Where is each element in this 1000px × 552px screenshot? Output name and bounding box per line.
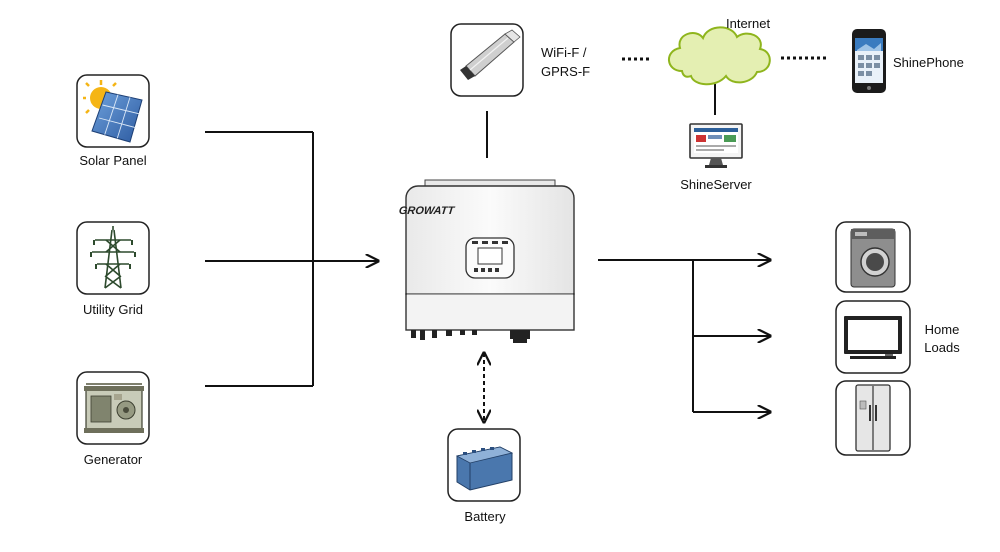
- shine-phone-label: ShinePhone: [893, 55, 964, 70]
- internet-label: Internet: [726, 16, 771, 31]
- source-connectors: [205, 131, 378, 387]
- shine-phone-icon: [852, 29, 886, 93]
- generator-icon: [76, 371, 150, 445]
- battery-icon: [447, 428, 521, 502]
- home-loads-label-line1: Home: [924, 322, 960, 337]
- refrigerator-icon: [835, 380, 911, 456]
- utility-grid-icon: [76, 221, 150, 295]
- battery-label: Battery: [464, 509, 506, 524]
- home-loads-label-line2: Loads: [924, 340, 960, 355]
- shine-server-icon: [689, 123, 743, 168]
- wifi-dongle-label-line1: WiFi-F /: [541, 45, 587, 60]
- wifi-dongle-icon: [450, 23, 524, 97]
- load-connectors: [598, 260, 770, 412]
- inverter-terminals: [411, 330, 530, 343]
- wifi-dongle-label-line2: GPRS-F: [541, 64, 591, 79]
- television-icon: [835, 300, 911, 374]
- washing-machine-icon: [835, 221, 911, 293]
- inverter-display-panel: [465, 237, 515, 279]
- inverter-brand-logo: GROWATT: [398, 205, 456, 217]
- generator-label: Generator: [83, 452, 143, 467]
- inverter-device: GROWATT: [398, 179, 575, 343]
- shine-server-label: ShineServer: [680, 177, 752, 192]
- internet-cloud-icon: [668, 26, 771, 86]
- utility-grid-label: Utility Grid: [83, 302, 143, 317]
- solar-panel-label: Solar Panel: [79, 153, 147, 168]
- solar-panel-icon: [76, 74, 150, 148]
